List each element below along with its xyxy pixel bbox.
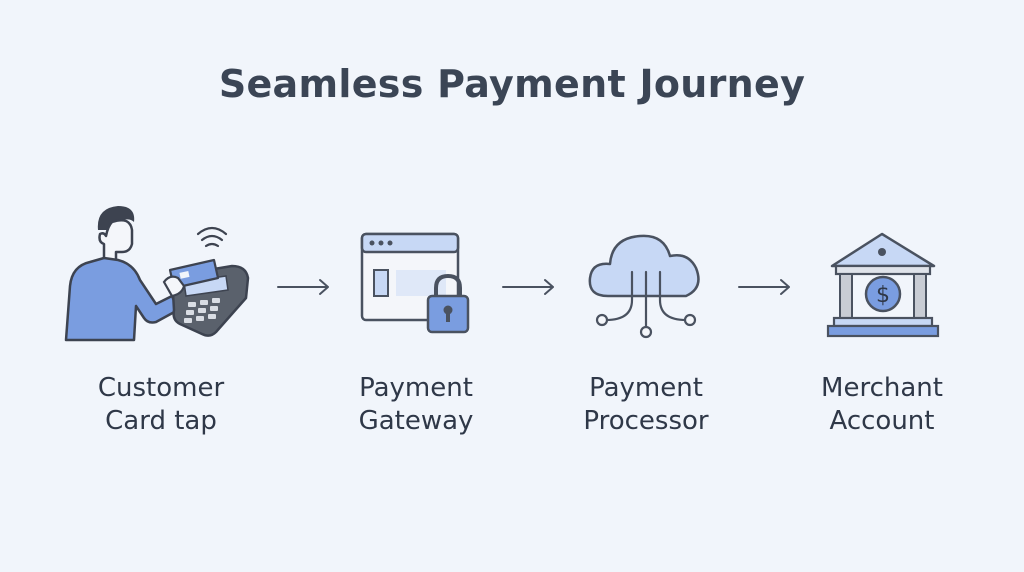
cloud-network-icon <box>588 234 700 339</box>
step-label-merchant: Merchant Account <box>821 373 943 436</box>
step-label-customer: Customer Card tap <box>97 373 225 436</box>
step-label-processor: Payment Processor <box>583 373 709 436</box>
step-label-gateway: Payment Gateway <box>358 373 474 436</box>
person-tapping-card-on-terminal-icon <box>64 206 250 342</box>
bank-dollar-icon: $ <box>826 232 940 338</box>
arrow-right-icon <box>738 279 790 295</box>
page-title: Seamless Payment Journey <box>218 62 806 106</box>
svg-text:$: $ <box>876 283 890 308</box>
arrow-right-icon <box>502 279 554 295</box>
arrow-right-icon <box>277 279 329 295</box>
browser-window-with-padlock-icon <box>360 232 470 334</box>
